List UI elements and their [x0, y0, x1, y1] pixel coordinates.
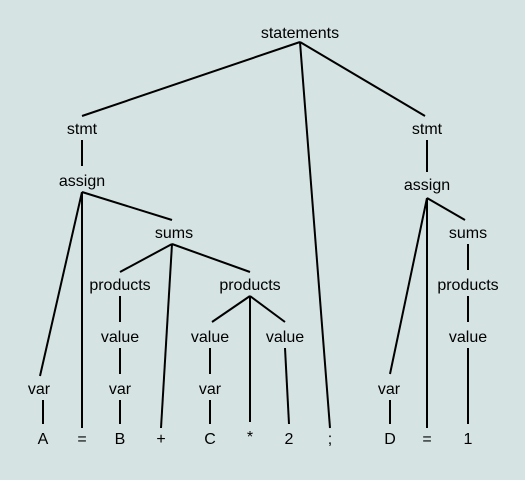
token-b: B	[115, 431, 126, 448]
token-equals-2: =	[422, 431, 431, 448]
node-var-c: var	[199, 381, 222, 398]
node-assign-1: assign	[59, 173, 105, 190]
edge-value3-tok-2	[284, 347, 290, 425]
edge-assign2-sums2	[426, 197, 466, 221]
node-var-d: var	[378, 381, 401, 398]
edge-root-stmt1	[81, 41, 301, 117]
node-sums-1: sums	[155, 225, 193, 242]
edge-sums1-plus	[160, 243, 173, 429]
edge-sums1-products1	[119, 243, 173, 273]
node-products-3: products	[437, 277, 498, 294]
token-2: 2	[285, 431, 294, 448]
node-value-2: value	[191, 329, 229, 346]
token-semicolon: ;	[328, 431, 332, 448]
node-stmt-2: stmt	[412, 121, 443, 138]
token-1: 1	[464, 431, 473, 448]
node-var-b: var	[109, 381, 132, 398]
token-d: D	[384, 431, 396, 448]
node-products-2: products	[219, 277, 280, 294]
node-assign-2: assign	[404, 177, 450, 194]
edge-assign1-var-a	[39, 191, 83, 377]
node-var-a: var	[28, 381, 51, 398]
edge-products2-value2	[211, 295, 251, 323]
edge-products2-value3	[249, 295, 286, 323]
node-stmt-1: stmt	[67, 121, 98, 138]
edge-assign1-sums1	[81, 191, 173, 221]
node-value-3: value	[266, 329, 304, 346]
edge-sums1-products2	[171, 243, 251, 273]
node-value-4: value	[449, 329, 487, 346]
token-c: C	[204, 431, 216, 448]
token-a: A	[38, 431, 49, 448]
node-value-1: value	[101, 329, 139, 346]
node-statements: statements	[261, 25, 339, 42]
edge-root-stmt2	[299, 41, 426, 117]
node-sums-2: sums	[449, 225, 487, 242]
tree-nodes: statements stmt assign sums products val…	[28, 25, 499, 448]
token-star: *	[247, 429, 253, 446]
token-equals-1: =	[77, 431, 86, 448]
token-plus: +	[156, 431, 165, 448]
edge-root-semicolon	[299, 41, 331, 429]
tree-edges	[39, 41, 469, 429]
edge-assign2-var-d	[389, 197, 428, 375]
node-products-1: products	[89, 277, 150, 294]
